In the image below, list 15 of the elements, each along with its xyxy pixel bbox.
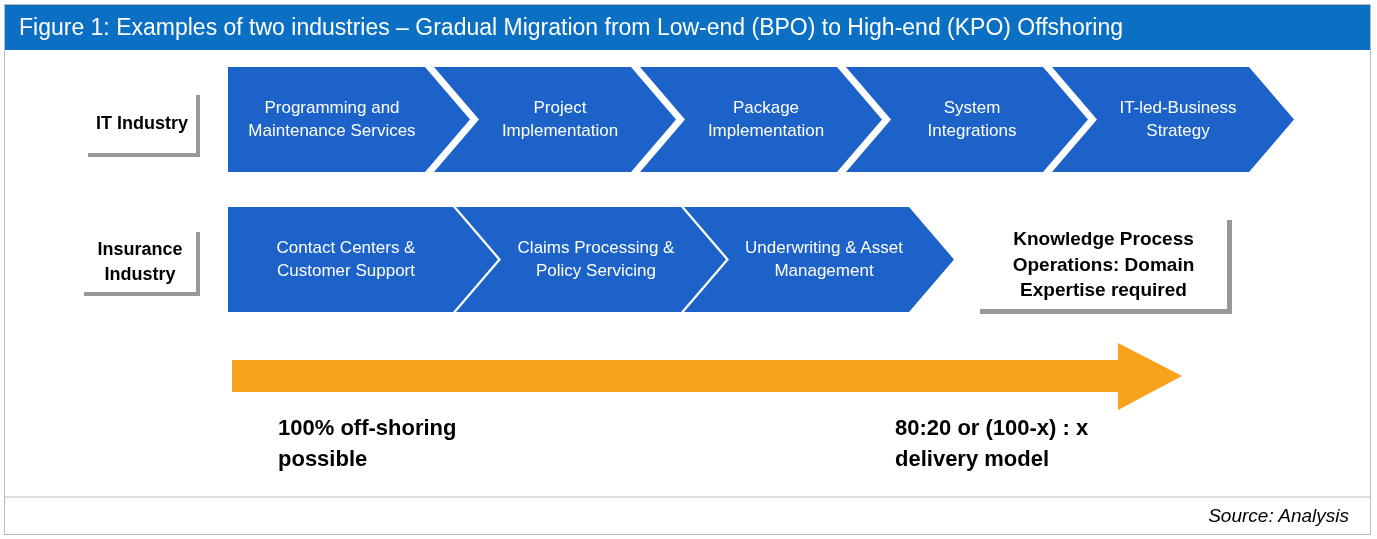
process-step: Underwriting & Asset Management bbox=[684, 207, 954, 312]
figure-title: Figure 1: Examples of two industries – Gradual Migration from Low-end (BPO) to High-end (KPO) Offshoring bbox=[5, 5, 1370, 50]
process-step: Package Implementation bbox=[640, 67, 882, 172]
process-step: System Integrations bbox=[846, 67, 1088, 172]
caption-text: 80:20 or (100-x) : x delivery model bbox=[895, 414, 1090, 473]
process-step: IT-led-Business Strategy bbox=[1052, 67, 1294, 172]
process-step: Claims Processing & Policy Servicing bbox=[456, 207, 726, 312]
caption-text: 100% off-shoring possible bbox=[278, 414, 458, 473]
source-note: Source: Analysis bbox=[1208, 505, 1349, 527]
row-label: Insurance Industry bbox=[84, 232, 200, 296]
process-step: Programming and Maintenance Services bbox=[228, 67, 470, 172]
process-step: Contact Centers & Customer Support bbox=[228, 207, 498, 312]
note-box: Knowledge Process Operations: Domain Expertise required bbox=[980, 220, 1232, 314]
process-step: Project Implementation bbox=[434, 67, 676, 172]
row-label: IT Industry bbox=[88, 95, 200, 157]
